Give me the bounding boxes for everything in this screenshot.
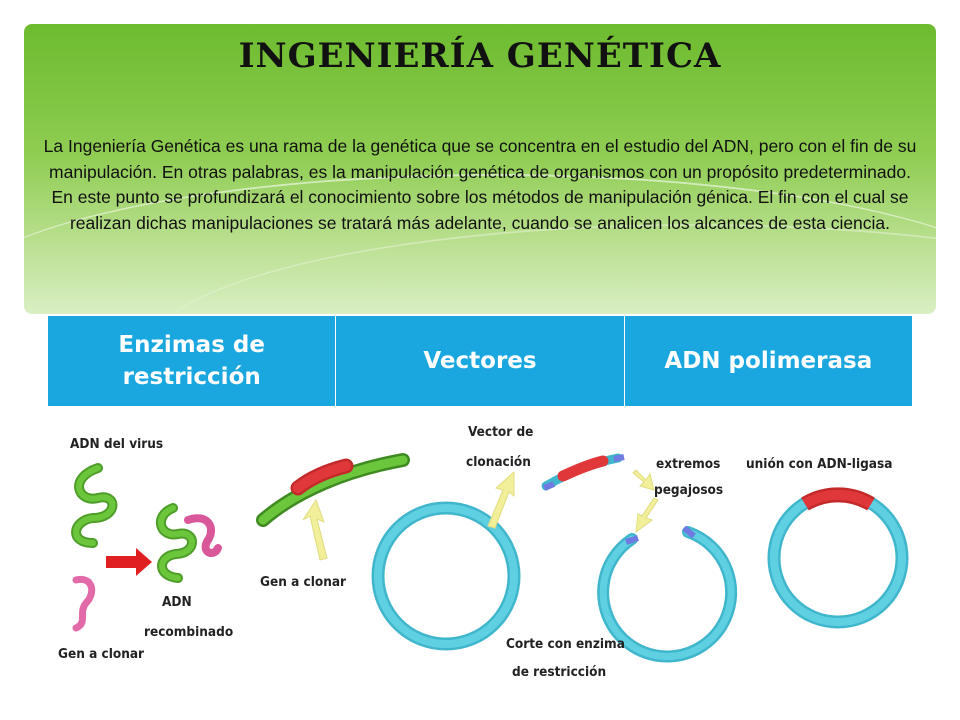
gene-insert-strand <box>72 575 96 632</box>
recombinant-plasmid-ring-highlight <box>770 490 906 626</box>
label-vector-2: clonación <box>466 454 531 470</box>
sticky-end-left <box>542 481 556 491</box>
page-title: INGENIERÍA GENÉTICA <box>238 36 722 76</box>
sticky-end-right <box>613 454 625 462</box>
panel-vector: Vector de clonación <box>371 424 533 651</box>
cut-plasmid-ring-highlight <box>599 528 735 660</box>
label-union: unión con ADN-ligasa <box>746 456 892 472</box>
panel-ligase: unión con ADN-ligasa <box>746 456 909 629</box>
genetic-engineering-diagram: ADN del virus ADN recombinado Gen a clon… <box>58 424 909 680</box>
cut-fragment-red <box>557 455 609 482</box>
panel-gene: Gen a clonar <box>256 453 410 590</box>
label-corte-2: de restricción <box>512 664 606 680</box>
topics-table: Enzimas de restricción Vectores ADN poli… <box>48 316 912 406</box>
recombinant-insert <box>184 514 222 557</box>
title-banner <box>24 24 936 314</box>
label-extremos-1: extremos <box>656 456 720 472</box>
intro-paragraph-2: En este punto se profundizará el conocim… <box>51 187 909 233</box>
label-gen-clonar-1: Gen a clonar <box>58 646 144 662</box>
recombination-arrow <box>106 548 152 576</box>
gene-dna-strand-highlight <box>258 455 408 525</box>
table-header-adn-polimerasa: ADN polimerasa <box>623 316 912 406</box>
gene-red-segment-highlight <box>293 461 351 493</box>
label-adn-recombinado-1: ADN <box>162 594 192 610</box>
cut-end-left <box>625 535 639 545</box>
intro-paragraph-1: La Ingeniería Genética es una rama de la… <box>43 136 917 182</box>
intro-text: La Ingeniería Genética es una rama de la… <box>40 134 920 236</box>
table-header-enzimas: Enzimas de restricción <box>118 332 265 390</box>
label-gen-clonar-2: Gen a clonar <box>260 574 346 590</box>
label-corte-1: Corte con enzima <box>506 636 625 652</box>
recombinant-dna-strand-highlight <box>158 505 195 581</box>
label-adn-recombinado-2: recombinado <box>144 624 233 640</box>
label-adn-virus: ADN del virus <box>70 436 163 452</box>
panel-recombination: ADN del virus ADN recombinado Gen a clon… <box>58 436 233 662</box>
vector-pointer-arrow <box>487 470 515 529</box>
gene-pointer-arrow <box>302 498 328 561</box>
plasmid-ring-highlight <box>374 504 518 648</box>
ligated-insert-highlight <box>802 489 874 509</box>
panel-sticky-ends: extremos pegajosos Corte con enzima de r… <box>506 453 738 680</box>
table-header-vectores: Vectores <box>335 316 623 406</box>
sticky-pointer-arrow-1 <box>632 469 655 491</box>
cut-end-right <box>682 525 696 539</box>
label-extremos-2: pegajosos <box>654 482 723 498</box>
sticky-pointer-arrow-2 <box>635 497 659 534</box>
banner-swoosh <box>24 174 936 314</box>
label-vector-1: Vector de <box>468 424 533 440</box>
virus-dna-strand-highlight <box>73 465 116 546</box>
